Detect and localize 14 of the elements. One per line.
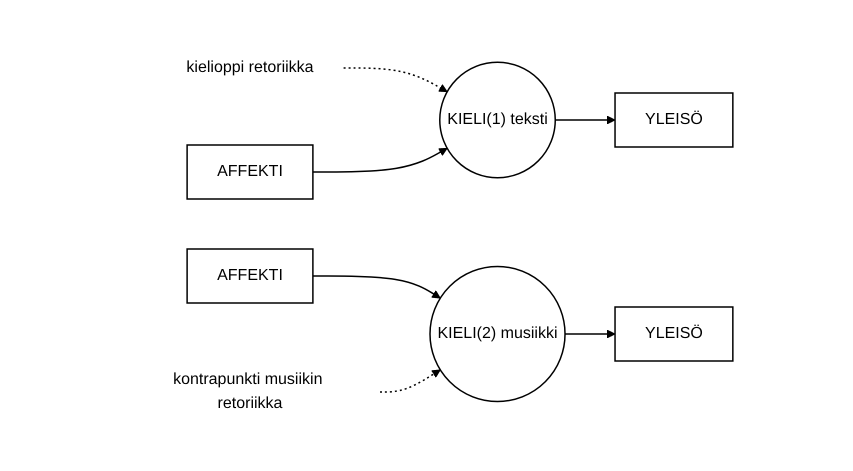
node-box: YLEISÖ (614, 92, 734, 148)
node-box: AFFEKTI (186, 144, 314, 200)
arrow (344, 66, 448, 92)
node-box: AFFEKTI (186, 248, 314, 304)
arrow (312, 274, 441, 298)
node-box: YLEISÖ (614, 306, 734, 362)
node-circle: KIELI(1) teksti (439, 61, 556, 178)
arrow (565, 329, 616, 338)
node-text: kielioppi retoriikka (186, 58, 314, 76)
arrow (555, 115, 616, 124)
node-text: kontrapunkti musiikin retoriikka (173, 370, 323, 412)
arrow (312, 147, 448, 172)
node-circle: KIELI(2) musiikki (429, 265, 566, 402)
arrow (380, 368, 441, 392)
